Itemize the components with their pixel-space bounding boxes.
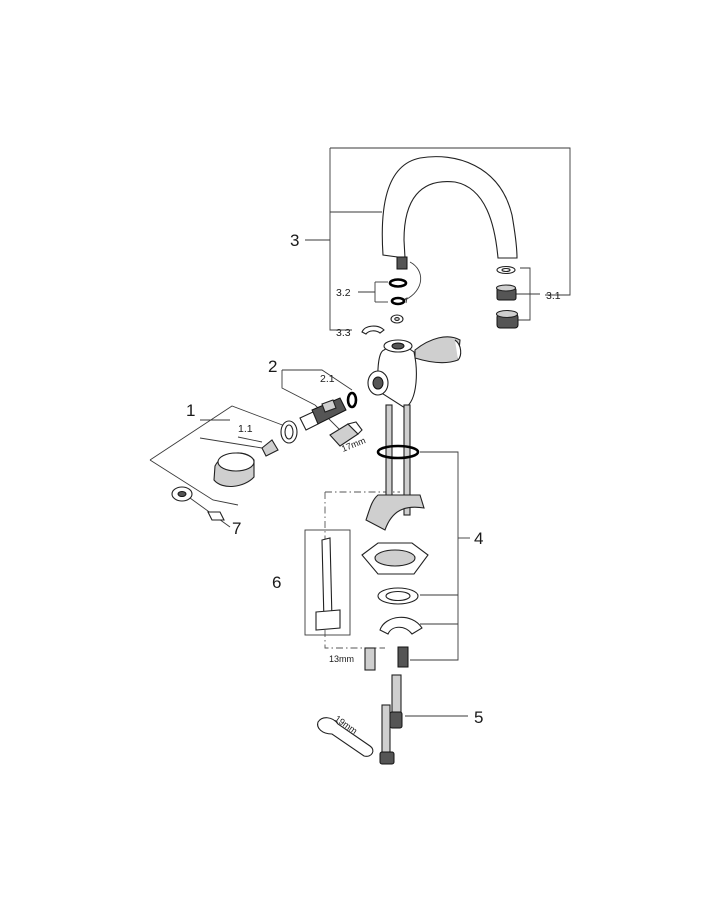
- valve-body: [367, 336, 462, 409]
- fixing-bracket: [361, 494, 429, 671]
- tool-size-labels: 17mm 13mm 19mm: [329, 435, 367, 736]
- label-part-3-3: 3.3: [336, 327, 351, 339]
- label-part-1: 1: [186, 401, 195, 420]
- retaining-clip: [361, 325, 385, 335]
- label-part-4: 4: [474, 529, 483, 548]
- spout: [381, 156, 518, 304]
- tool-box: [304, 529, 351, 636]
- socket-wrench-17: [329, 421, 363, 447]
- lower-hose: [379, 674, 403, 765]
- label-part-6: 6: [272, 573, 281, 592]
- label-wrench-13: 13mm: [329, 654, 354, 664]
- label-part-2-1: 2.1: [320, 373, 335, 385]
- label-part-2: 2: [268, 357, 277, 376]
- valve-cartridge: [299, 391, 358, 431]
- indicator-cap: [171, 486, 225, 521]
- spanner-19: [317, 717, 374, 757]
- aerator-parts: [495, 265, 519, 329]
- label-part-1-1: 1.1: [238, 423, 253, 435]
- label-part-5: 5: [474, 708, 483, 727]
- tap-handle: [213, 452, 255, 487]
- handle-ring: [261, 420, 298, 457]
- label-part-3: 3: [290, 231, 299, 250]
- label-part-3-1: 3.1: [546, 290, 561, 302]
- label-part-3-2: 3.2: [336, 287, 351, 299]
- part-labels: 3 3.1 3.2 3.3 2 2.1 1 1.1 4 5 6 7: [186, 231, 561, 727]
- spout-o-rings: [388, 278, 408, 324]
- label-part-7: 7: [232, 519, 241, 538]
